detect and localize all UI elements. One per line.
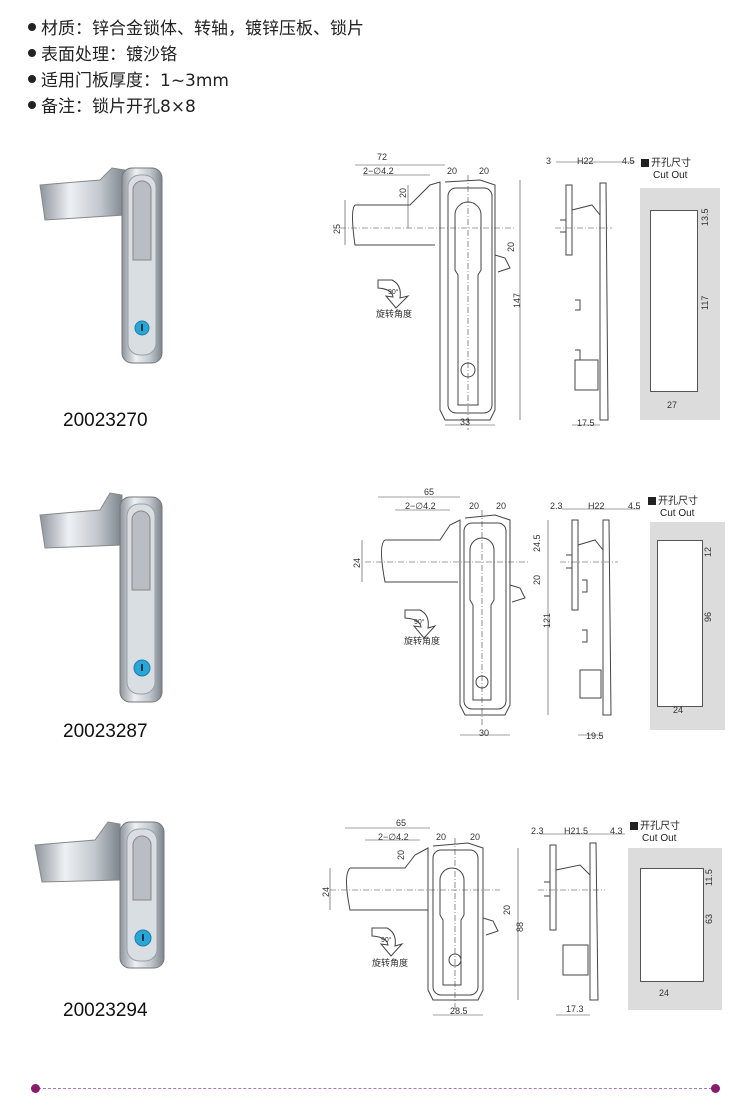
dim-side-h: H21.5 [564,826,589,836]
spec-finish: 表面处理：镀沙铬 [28,44,177,67]
spec-thickness: 适用门板厚度：1~3mm [28,70,229,93]
dim-v-left: 24 [321,886,331,897]
dim-side-bottom: 17.5 [577,418,595,428]
dim-d1: 20 [447,166,458,176]
rotation-angle: 90° [388,289,399,296]
rotation-label: 旋转角度 [376,309,413,319]
dim-side-t1: 2.3 [550,501,563,511]
dim-d1: 20 [469,501,480,511]
rotation-label: 旋转角度 [404,636,441,646]
cutout-hole [650,210,698,392]
spec-text: 备注：锁片开孔8×8 [41,97,196,117]
divider-dot-left [31,1084,40,1093]
dim-d2: 20 [479,166,490,176]
dim-cut-width: 24 [659,988,670,998]
dim-d2: 20 [496,501,507,511]
dim-height: 88 [515,921,525,932]
dim-bottom: 28.5 [450,1006,468,1016]
dim-d2: 20 [470,832,481,842]
footer-divider [38,1088,712,1089]
spec-text: 材质：锌合金锁体、转轴，镀锌压板、锁片 [41,19,364,39]
cutout-en: Cut Out [642,833,677,844]
dim-cut-height: 63 [704,913,714,924]
dim-bottom: 30 [479,728,490,738]
dim-d1: 20 [436,832,447,842]
square-icon [648,497,656,505]
dim-side-t1: 3 [546,156,552,166]
dim-cut-width: 27 [667,400,678,410]
dim-side-bottom: 17.3 [566,1004,584,1014]
dim-side-t1: 2.3 [531,826,544,836]
cutout-cn: 开孔尺寸 [658,496,698,507]
dim-side-t2: 4.3 [610,826,623,836]
cutout-en: Cut Out [653,170,688,181]
rotation-label: 旋转角度 [372,958,409,968]
dim-side-t2: 4.5 [622,156,635,166]
dim-hole: 2−∅4.2 [378,832,409,842]
dim-cut-width: 24 [673,705,684,715]
cutout-cn: 开孔尺寸 [640,821,680,832]
divider-dot-right [711,1084,720,1093]
rotation-angle: 90° [381,937,392,944]
dim-v-right: 20 [502,904,512,915]
dim-side-h: H22 [577,156,594,166]
product-code: 20023270 [63,410,148,431]
dim-width-total: 65 [396,818,407,828]
dim-width-total: 65 [424,487,435,497]
product-code: 20023287 [63,721,148,742]
cutout-cn: 开孔尺寸 [651,158,691,169]
product-code: 20023294 [63,1000,148,1021]
bullet-icon [28,23,36,31]
cutout-en: Cut Out [660,508,695,519]
dim-v-top: 20 [396,849,406,860]
rotation-angle: 90° [414,619,425,626]
bullet-icon [28,75,36,83]
dim-side-bottom: 19.5 [586,731,604,741]
dim-hole: 2−∅4.2 [405,501,436,511]
spec-text: 表面处理：镀沙铬 [41,45,177,65]
dim-bottom: 33 [460,417,471,427]
dim-side-h: H22 [588,501,605,511]
spec-material: 材质：锌合金锁体、转轴，镀锌压板、锁片 [28,18,364,41]
dim-cut-top: 11.5 [704,869,714,886]
bullet-icon [28,101,36,109]
dim-side-t2: 4.5 [628,501,641,511]
spec-note: 备注：锁片开孔8×8 [28,96,196,119]
cutout-hole [657,540,703,707]
square-icon [641,159,649,167]
spec-text: 适用门板厚度：1~3mm [41,71,229,91]
dim-hole: 2−∅4.2 [363,166,394,176]
cutout-hole [640,868,704,982]
bullet-icon [28,49,36,57]
dim-width-total: 72 [377,152,388,162]
square-icon [630,822,638,830]
